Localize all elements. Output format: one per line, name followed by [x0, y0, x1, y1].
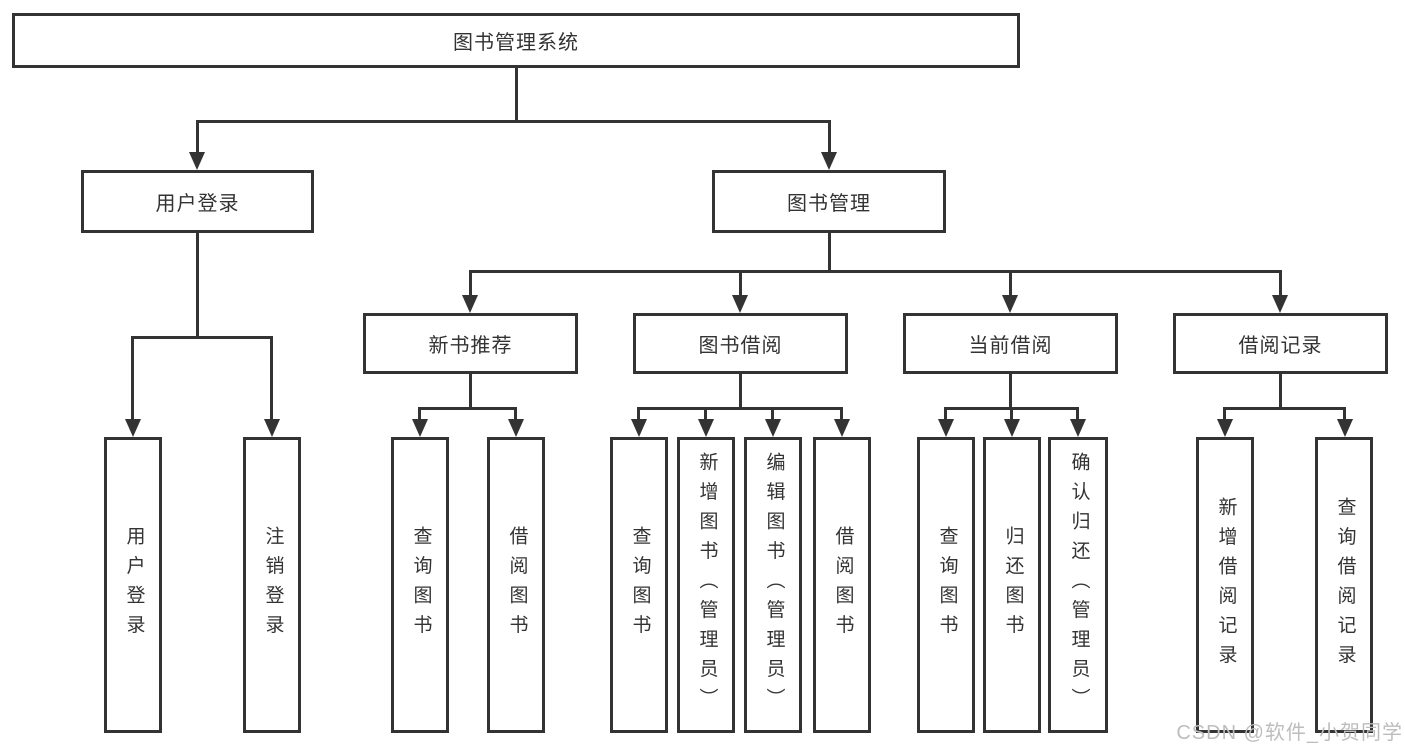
leaf-user-login: 用户登录	[104, 437, 162, 733]
arrowhead-record-add	[1217, 419, 1233, 437]
node-current-borrow: 当前借阅	[903, 313, 1118, 374]
leaf-current-query-label: 查询图书	[936, 526, 958, 644]
leaf-borrow-borrow: 借阅图书	[813, 437, 871, 733]
node-book-borrow-label: 图书借阅	[698, 335, 783, 357]
connector-drop-book-management	[828, 120, 831, 154]
arrowhead-borrow-add	[698, 419, 714, 437]
leaf-borrow-add-admin: 新增图书（管理员）	[677, 437, 735, 733]
connector-borrow-bar	[637, 407, 842, 410]
connector-drop-borrow-query	[637, 407, 640, 421]
connector-drop-newbook-query	[418, 407, 421, 421]
connector-drop-new-book	[469, 270, 472, 297]
leaf-newbook-borrow-label: 借阅图书	[506, 526, 528, 644]
arrowhead-borrow-query	[631, 419, 647, 437]
connector-drop-borrow-records	[1279, 270, 1282, 297]
connector-drop-borrow-borrow	[840, 407, 843, 421]
node-borrow-records: 借阅记录	[1173, 313, 1388, 374]
leaf-user-login-label: 用户登录	[123, 526, 145, 644]
connector-drop-current-query	[944, 407, 947, 421]
leaf-newbook-borrow: 借阅图书	[487, 437, 545, 733]
leaf-record-query: 查询借阅记录	[1315, 437, 1373, 733]
connector-drop-record-add	[1223, 407, 1226, 421]
connector-drop-current-borrow	[1009, 270, 1012, 297]
leaf-record-add: 新增借阅记录	[1196, 437, 1254, 733]
arrowhead-record-query	[1337, 419, 1353, 437]
connector-records-stem	[1279, 374, 1282, 410]
connector-bookmgmt-bar	[469, 270, 1281, 273]
connector-borrow-stem	[739, 374, 742, 410]
connector-bookmgmt-stem	[828, 233, 831, 273]
node-book-management: 图书管理	[712, 170, 946, 233]
leaf-borrow-edit-admin-label: 编辑图书（管理员）	[763, 452, 785, 718]
leaf-borrow-query-label: 查询图书	[629, 526, 651, 644]
node-user-login: 用户登录	[81, 170, 314, 233]
leaf-logout-label: 注销登录	[262, 526, 284, 644]
leaf-borrow-edit-admin: 编辑图书（管理员）	[744, 437, 802, 733]
node-new-book-recommend: 新书推荐	[363, 313, 578, 374]
arrowhead-current-confirm	[1070, 419, 1086, 437]
leaf-borrow-borrow-label: 借阅图书	[832, 526, 854, 644]
arrowhead-book-borrow	[732, 295, 748, 313]
watermark: CSDN @软件_小贺同学	[1176, 722, 1403, 744]
arrowhead-borrow-edit	[765, 419, 781, 437]
arrowhead-current-return	[1004, 419, 1020, 437]
connector-drop-current-return	[1010, 407, 1013, 421]
leaf-record-add-label: 新增借阅记录	[1215, 496, 1237, 674]
connector-newbook-bar	[418, 407, 517, 410]
arrowhead-leaf-logout	[264, 419, 280, 437]
connector-drop-borrow-add	[704, 407, 707, 421]
connector-records-bar	[1223, 407, 1344, 410]
leaf-current-query: 查询图书	[917, 437, 975, 733]
leaf-current-return: 归还图书	[983, 437, 1041, 733]
connector-drop-leaf-user-login	[131, 336, 134, 419]
arrowhead-current-borrow	[1002, 295, 1018, 313]
arrowhead-newbook-borrow	[508, 419, 524, 437]
arrowhead-user-login	[189, 152, 205, 170]
node-borrow-records-label: 借阅记录	[1238, 335, 1323, 357]
leaf-newbook-query: 查询图书	[391, 437, 449, 733]
node-book-management-label: 图书管理	[787, 193, 871, 215]
node-root-label: 图书管理系统	[453, 32, 579, 54]
leaf-record-query-label: 查询借阅记录	[1334, 496, 1356, 674]
connector-userlogin-stem	[196, 233, 199, 338]
leaf-newbook-query-label: 查询图书	[410, 526, 432, 644]
connector-userlogin-bar	[131, 336, 273, 339]
arrowhead-leaf-user-login	[125, 419, 141, 437]
connector-root-stem	[515, 68, 518, 120]
arrowhead-current-query	[938, 419, 954, 437]
node-new-book-recommend-label: 新书推荐	[428, 335, 513, 357]
connector-drop-leaf-logout	[270, 336, 273, 419]
connector-drop-borrow-edit	[771, 407, 774, 421]
arrowhead-book-management	[821, 152, 837, 170]
connector-drop-record-query	[1343, 407, 1346, 421]
leaf-current-confirm-admin-label: 确认归还（管理员）	[1068, 452, 1090, 718]
leaf-borrow-query: 查询图书	[610, 437, 668, 733]
leaf-logout: 注销登录	[243, 437, 301, 733]
node-user-login-label: 用户登录	[155, 193, 240, 215]
arrowhead-newbook-query	[412, 419, 428, 437]
arrowhead-new-book	[462, 295, 478, 313]
leaf-borrow-add-admin-label: 新增图书（管理员）	[696, 452, 718, 718]
connector-current-stem	[1009, 374, 1012, 410]
node-book-borrow: 图书借阅	[633, 313, 848, 374]
leaf-current-return-label: 归还图书	[1002, 526, 1024, 644]
leaf-current-confirm-admin: 确认归还（管理员）	[1048, 437, 1108, 733]
node-root: 图书管理系统	[12, 13, 1020, 68]
arrowhead-borrow-records	[1272, 295, 1288, 313]
node-current-borrow-label: 当前借阅	[968, 335, 1053, 357]
connector-drop-newbook-borrow	[514, 407, 517, 421]
connector-drop-current-confirm	[1076, 407, 1079, 421]
connector-drop-user-login	[196, 120, 199, 154]
connector-newbook-stem	[469, 374, 472, 410]
arrowhead-borrow-borrow	[834, 419, 850, 437]
connector-root-bar	[196, 120, 831, 123]
connector-drop-book-borrow	[739, 270, 742, 297]
